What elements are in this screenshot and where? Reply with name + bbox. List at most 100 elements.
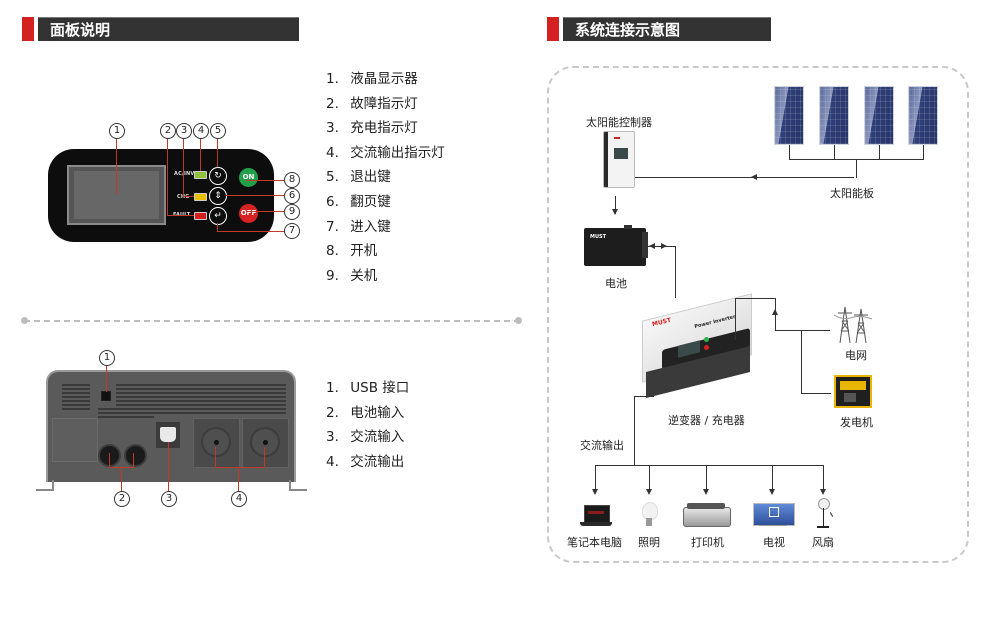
ac-inv-led bbox=[194, 171, 207, 179]
arrow-down-icon bbox=[820, 489, 826, 495]
wire bbox=[634, 396, 654, 397]
legend-item: 3. 交流输入 bbox=[326, 429, 405, 446]
on-button[interactable]: ON bbox=[239, 168, 258, 187]
leader-line bbox=[264, 447, 265, 467]
mount-foot bbox=[52, 480, 54, 490]
solar-panel bbox=[908, 86, 938, 145]
legend-item: 3. 充电指示灯 bbox=[326, 120, 418, 137]
arrow-down-icon bbox=[612, 209, 618, 215]
arrow-down-icon bbox=[703, 489, 709, 495]
legend-item: 2. 故障指示灯 bbox=[326, 95, 418, 112]
callout-6: 6 bbox=[284, 188, 300, 204]
page-button[interactable]: ⇕ bbox=[209, 187, 227, 205]
leader-line bbox=[215, 467, 265, 468]
mount-foot bbox=[289, 489, 307, 491]
leader-line bbox=[109, 453, 110, 467]
printer-icon bbox=[683, 503, 731, 527]
exit-button[interactable]: ↻ bbox=[209, 167, 227, 185]
wire bbox=[706, 465, 707, 490]
wire bbox=[775, 330, 830, 331]
section-divider bbox=[24, 320, 520, 322]
arrow-down-icon bbox=[646, 489, 652, 495]
wire-battery-to-inverter bbox=[646, 246, 675, 247]
generator-icon bbox=[834, 375, 872, 408]
tv-icon bbox=[753, 503, 795, 527]
rear-cover-plate bbox=[52, 418, 98, 462]
legend-item: 8. 开机 bbox=[326, 243, 378, 260]
leader-line bbox=[121, 467, 122, 492]
wire bbox=[801, 330, 802, 393]
callout-1: 1 bbox=[109, 123, 125, 139]
leader-line bbox=[183, 137, 184, 196]
rear-panel-legend: 1. USB 接口 2. 电池输入 3. 交流输入 4. 交流输出 bbox=[326, 376, 409, 474]
legend-item: 1. 液晶显示器 bbox=[326, 71, 418, 87]
front-panel-legend: 1. 液晶显示器 2. 故障指示灯 3. 充电指示灯 4. 交流输出指示灯 5.… bbox=[326, 67, 445, 288]
leader-line bbox=[183, 196, 194, 197]
legend-item: 5. 退出键 bbox=[326, 169, 391, 186]
callout-7: 7 bbox=[284, 223, 300, 239]
wire bbox=[675, 246, 676, 298]
wire bbox=[735, 298, 775, 299]
leader-line bbox=[106, 364, 107, 392]
arrow-right-icon bbox=[661, 243, 667, 249]
up-down-icon: ⇕ bbox=[214, 191, 222, 201]
laptop-icon bbox=[580, 505, 612, 529]
vent-grille bbox=[98, 408, 154, 418]
leader-line bbox=[246, 180, 284, 181]
grid-label: 电网 bbox=[845, 349, 867, 362]
divider-dot bbox=[515, 317, 522, 324]
rear-callout-3: 3 bbox=[161, 491, 177, 507]
ac-output-socket bbox=[242, 418, 289, 468]
rear-callout-2: 2 bbox=[114, 491, 130, 507]
solar-controller-device bbox=[603, 131, 635, 188]
solar-panels-label: 太阳能板 bbox=[830, 187, 874, 200]
power-grid-tower-icon bbox=[833, 303, 873, 344]
header-accent bbox=[22, 17, 34, 41]
enter-button[interactable]: ↵ bbox=[209, 207, 227, 225]
leader-line bbox=[217, 231, 284, 232]
legend-item: 7. 进入键 bbox=[326, 218, 391, 235]
generator-label: 发电机 bbox=[840, 416, 873, 429]
rear-callout-4: 4 bbox=[231, 491, 247, 507]
wire-solar-to-controller bbox=[635, 177, 854, 178]
battery-input-port bbox=[124, 444, 147, 467]
leader-line bbox=[167, 137, 168, 216]
load-label-fan: 风扇 bbox=[812, 536, 834, 549]
callout-8: 8 bbox=[284, 172, 300, 188]
chg-led bbox=[194, 193, 207, 201]
wire bbox=[735, 298, 736, 340]
usb-port bbox=[101, 391, 111, 401]
load-label-printer: 打印机 bbox=[691, 536, 724, 549]
wire-controller-to-battery bbox=[615, 196, 616, 214]
ac-output-label: 交流输出 bbox=[580, 439, 624, 452]
wire bbox=[801, 393, 831, 394]
callout-4: 4 bbox=[193, 123, 209, 139]
vent-grille bbox=[62, 384, 90, 410]
wire bbox=[595, 465, 596, 490]
leader-line bbox=[217, 137, 218, 167]
leader-line bbox=[168, 442, 169, 492]
system-section-title: 系统连接示意图 bbox=[563, 17, 771, 41]
callout-3: 3 bbox=[176, 123, 192, 139]
wire bbox=[789, 145, 790, 159]
wire bbox=[856, 159, 857, 178]
wire bbox=[649, 465, 650, 490]
wire bbox=[823, 465, 824, 490]
off-button[interactable]: OFF bbox=[239, 204, 258, 223]
solar-controller-label: 太阳能控制器 bbox=[586, 116, 652, 129]
leader-line bbox=[200, 137, 201, 171]
callout-2: 2 bbox=[160, 123, 176, 139]
wire bbox=[772, 465, 773, 490]
wire bbox=[634, 396, 635, 465]
leader-line bbox=[133, 453, 134, 467]
inverter-label: 逆变器 / 充电器 bbox=[668, 414, 745, 427]
wire bbox=[923, 145, 924, 159]
ac-output-bus bbox=[595, 465, 824, 466]
load-label-laptop: 笔记本电脑 bbox=[567, 536, 622, 549]
callout-9: 9 bbox=[284, 204, 300, 220]
leader-line bbox=[217, 223, 218, 231]
arrow-left-icon bbox=[649, 243, 655, 249]
wire bbox=[879, 145, 880, 159]
callout-5: 5 bbox=[210, 123, 226, 139]
ac-output-socket bbox=[193, 418, 240, 468]
